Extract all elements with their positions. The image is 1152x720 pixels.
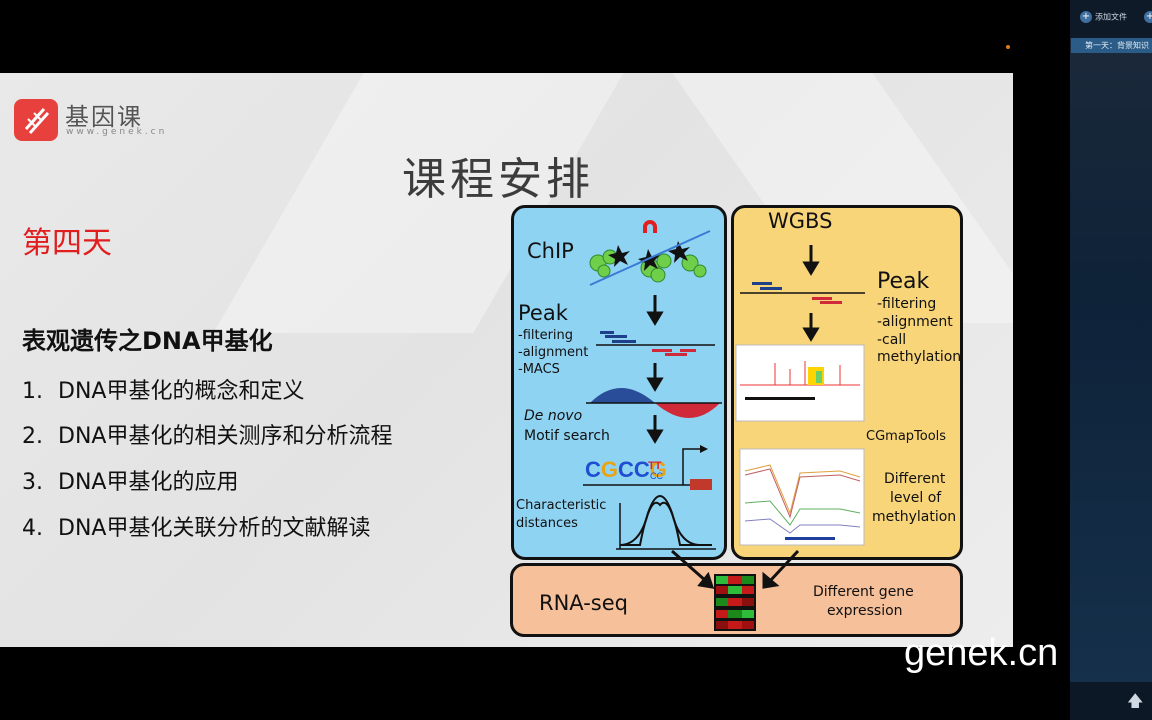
diff-methylation-label: Different [884, 471, 946, 487]
section-heading: 表观遗传之DNA甲基化 [22, 327, 273, 355]
chip-title: ChIP [527, 239, 574, 263]
genek-logo-icon [14, 99, 58, 141]
chip-step: -filtering [518, 328, 574, 343]
agenda-item: 1.DNA甲基化的概念和定义 [22, 379, 305, 404]
wgbs-title: WGBS [768, 209, 833, 233]
chip-step: -MACS [518, 362, 560, 377]
slide-title: 课程安排 [402, 154, 594, 205]
logo-text: 基因课 [65, 103, 143, 131]
status-dot [1006, 45, 1010, 49]
characteristic-label: Characteristic [516, 498, 607, 513]
wgbs-peak-label: Peak [877, 269, 930, 294]
plus-icon: + [1144, 11, 1152, 23]
sidebar-footer [1070, 682, 1152, 720]
diff-methylation-label: methylation [872, 509, 957, 525]
distances-label: distances [516, 516, 578, 531]
wgbs-step: -filtering [877, 296, 937, 312]
diff-expression-label: expression [827, 603, 903, 619]
presentation-slide: 基因课 www.genek.cn 课程安排 第四天 表观遗传之DNA甲基化 1.… [0, 73, 1013, 647]
watermark-text: genek.cn [904, 632, 1059, 674]
wgbs-panel [731, 205, 963, 560]
motif-search-label: Motif search [524, 428, 610, 444]
sidebar-more-button[interactable]: + [1144, 11, 1152, 23]
chip-step: -alignment [518, 345, 589, 360]
scroll-up-icon[interactable]: 🡅 [1127, 691, 1144, 710]
plus-icon: + [1080, 11, 1092, 23]
video-area: 基因课 www.genek.cn 课程安排 第四天 表观遗传之DNA甲基化 1.… [0, 45, 1059, 674]
wgbs-step: -call [877, 332, 907, 348]
wgbs-step: methylation [877, 349, 962, 365]
playlist-item[interactable]: 第一天：背景知识 [1071, 38, 1152, 53]
rna-seq-title: RNA-seq [539, 591, 628, 615]
logo-url: www.genek.cn [66, 127, 168, 137]
cgmaptools-label: CGmapTools [866, 429, 947, 444]
day-heading: 第四天 [22, 226, 112, 261]
agenda-item: 2.DNA甲基化的相关测序和分析流程 [22, 424, 393, 449]
diff-expression-label: Different gene [813, 584, 914, 600]
player-sidebar: +添加文件 + 第一天：背景知识 [1070, 0, 1152, 720]
de-novo-label: De novo [524, 408, 583, 424]
add-file-button[interactable]: +添加文件 [1080, 11, 1127, 23]
agenda-item: 3.DNA甲基化的应用 [22, 470, 239, 495]
chip-peak-label: Peak [518, 301, 568, 325]
wgbs-step: -alignment [877, 314, 953, 330]
diff-methylation-label: level of [890, 490, 942, 506]
agenda-item: 4.DNA甲基化关联分析的文献解读 [22, 516, 371, 541]
sidebar-toolbar: +添加文件 + [1070, 0, 1152, 38]
